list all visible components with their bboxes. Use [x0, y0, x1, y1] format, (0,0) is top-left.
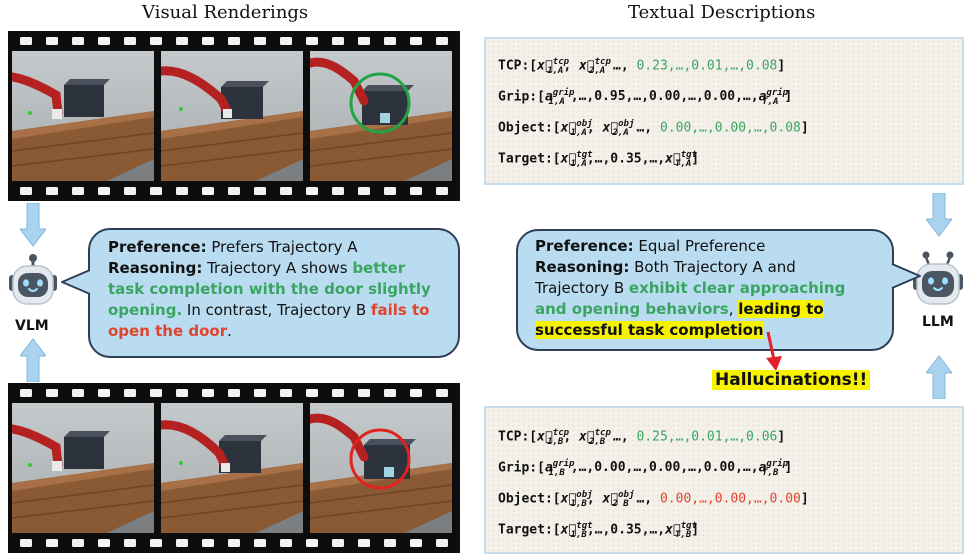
llm-reasoning-highlight: successful task completion	[535, 321, 764, 339]
frame-b-2	[161, 403, 303, 533]
vlm-reasoning-green: task completion with the door slightly	[108, 280, 431, 298]
film-holes-bottom	[20, 187, 448, 195]
tcp-line-b: TCP:[x⃗tcp1,B, x⃗tcp2,B …, 0.25,…,0.01,……	[498, 428, 786, 447]
object-line-a: Object:[x⃗obj1,A, x⃗obj2,A …, 0.00,…,0.0…	[498, 119, 809, 138]
llm-robot-icon	[913, 251, 963, 305]
frame-b-3	[310, 403, 452, 533]
vlm-reasoning-text: In contrast, Trajectory B	[182, 301, 371, 319]
llm-reasoning-text: Both Trajectory A and	[629, 258, 796, 276]
frame-a-2	[161, 51, 303, 181]
frame-b-1	[12, 403, 154, 533]
arrow-down-to-vlm	[20, 203, 46, 247]
vlm-preference-value: Prefers Trajectory A	[206, 238, 358, 256]
textual-panel-trajectory-a: TCP:[x⃗tcp1,A, x⃗tcp2,A …, 0.23,…,0.01,……	[484, 37, 964, 185]
vlm-reasoning-text: .	[227, 322, 232, 340]
vlm-preference-key: Preference:	[108, 238, 207, 256]
llm-reasoning-text: ,	[728, 300, 739, 318]
vlm-reasoning-green: better	[352, 259, 406, 277]
grip-line-a: Grip:[agrip1,A,…,0.95,…,0.00,…,0.00,…,ag…	[498, 88, 793, 107]
arrow-up-to-vlm	[20, 338, 46, 382]
llm-preference-value: Equal Preference	[633, 237, 766, 255]
vlm-reasoning-red: open the door	[108, 322, 228, 340]
object-line-b: Object:[x⃗obj1,B, x⃗obj2 B …, 0.00,…,0.0…	[498, 490, 809, 509]
film-strip-trajectory-b	[8, 383, 460, 553]
target-line-b: Target:[x⃗tgt1,B,…,0.35,…,x⃗tgtT,B]	[498, 521, 700, 540]
target-line-a: Target:[x⃗tgt1,A,…,0.35,…,x⃗tgtT,A]	[498, 150, 700, 169]
hallucination-arrow	[766, 331, 782, 371]
tcp-line-a: TCP:[x⃗tcp1,A, x⃗tcp2,A …, 0.23,…,0.01,……	[498, 57, 786, 76]
film-strip-trajectory-a	[8, 31, 460, 201]
llm-reasoning-key: Reasoning:	[535, 258, 630, 276]
vlm-reasoning-text: Trajectory A shows	[202, 259, 353, 277]
grip-line-b: Grip:[agrip1,B,…,0.00,…,0.00,…,0.00,…,ag…	[498, 459, 793, 478]
llm-reasoning-text: Trajectory B	[535, 279, 629, 297]
vlm-robot-icon	[9, 254, 57, 305]
llm-bubble-text: Preference: Equal Preference Reasoning: …	[535, 236, 845, 341]
textual-descriptions-heading: Textual Descriptions	[628, 2, 816, 23]
llm-reasoning-highlight: leading to	[738, 300, 824, 318]
llm-preference-key: Preference:	[535, 237, 634, 255]
film-holes-top	[20, 389, 448, 397]
frame-a-1	[12, 51, 154, 181]
highlight-circle-green	[349, 72, 411, 134]
llm-label: LLM	[922, 314, 954, 330]
vlm-bubble-text: Preference: Prefers Trajectory A Reasoni…	[108, 237, 431, 342]
llm-reasoning-green: and opening behaviors	[535, 300, 729, 318]
hallucinations-label: Hallucinations!!	[712, 370, 871, 390]
vlm-reasoning-key: Reasoning:	[108, 259, 203, 277]
vlm-speech-bubble	[88, 228, 460, 358]
vlm-reasoning-green: opening.	[108, 301, 183, 319]
vlm-label: VLM	[15, 318, 49, 334]
textual-panel-trajectory-b: TCP:[x⃗tcp1,B, x⃗tcp2,B …, 0.25,…,0.01,……	[484, 406, 964, 554]
llm-bubble-tail	[891, 263, 921, 289]
film-holes-top	[20, 37, 448, 45]
film-holes-bottom	[20, 539, 448, 547]
arrow-down-to-llm	[926, 193, 952, 237]
llm-reasoning-green: exhibit clear approaching	[628, 279, 846, 297]
vlm-reasoning-red: fails to	[370, 301, 430, 319]
visual-renderings-heading: Visual Renderings	[142, 2, 309, 23]
vlm-bubble-tail	[61, 269, 91, 295]
highlight-circle-red	[349, 428, 411, 490]
frame-a-3	[310, 51, 452, 181]
arrow-up-to-llm	[926, 355, 952, 399]
